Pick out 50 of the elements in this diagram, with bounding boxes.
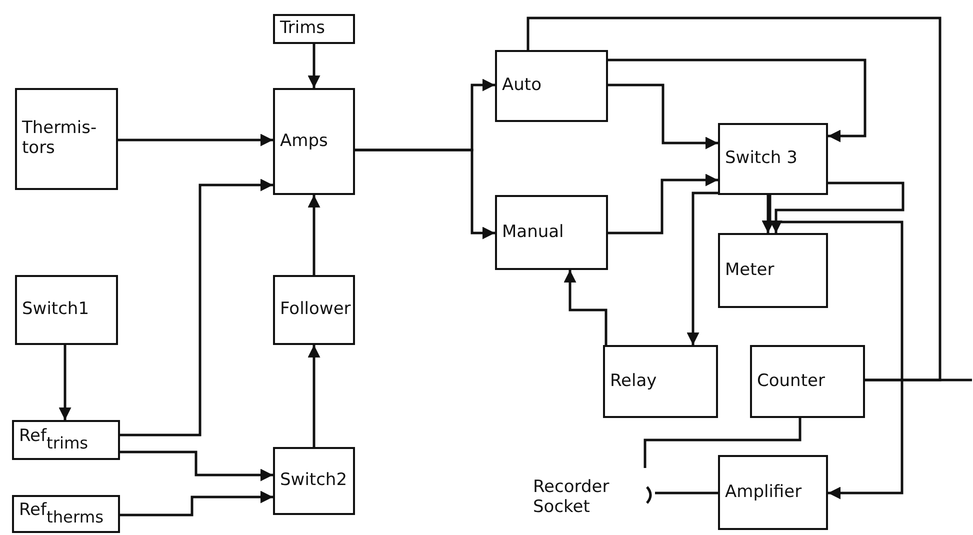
arrow xyxy=(770,182,904,233)
block-label: Amplifier xyxy=(725,482,802,502)
arrow xyxy=(608,174,718,234)
block-label: Switch 3 xyxy=(725,149,798,169)
arrow xyxy=(120,450,273,482)
block-label: Relay xyxy=(610,372,657,392)
block xyxy=(12,495,120,533)
arrow xyxy=(120,178,273,436)
block xyxy=(273,275,355,345)
block-label: Thermis- tors xyxy=(22,119,98,159)
arrow xyxy=(762,195,774,233)
block xyxy=(273,447,355,515)
block-label: Manual xyxy=(502,222,564,242)
arrow xyxy=(118,134,273,146)
block xyxy=(603,345,718,418)
arrow xyxy=(308,195,320,275)
arrow xyxy=(58,345,72,420)
arrow xyxy=(120,490,273,516)
block xyxy=(15,88,118,190)
block xyxy=(495,195,608,270)
arrow xyxy=(686,192,718,345)
block xyxy=(15,275,118,345)
block xyxy=(12,420,120,460)
block xyxy=(273,88,355,195)
connector-line xyxy=(644,418,802,468)
block xyxy=(750,345,865,418)
block-label: Switch1 xyxy=(22,300,90,320)
block-label: Switch2 xyxy=(280,471,348,491)
arrow xyxy=(308,345,320,447)
block xyxy=(495,50,608,122)
connector-line xyxy=(526,16,942,382)
block-label: Counter xyxy=(757,372,825,392)
arrow xyxy=(768,195,904,500)
arrow xyxy=(308,44,320,88)
connector-line xyxy=(865,378,972,382)
arrow xyxy=(608,84,718,150)
block xyxy=(718,455,828,530)
block xyxy=(718,123,828,195)
block xyxy=(718,233,828,308)
arrow xyxy=(355,148,495,240)
connector-line xyxy=(655,492,718,494)
arrow xyxy=(608,58,866,142)
arrow xyxy=(564,270,608,345)
block-label: Auto xyxy=(502,76,542,96)
block-label: Recorder Socket xyxy=(533,478,610,518)
block xyxy=(273,14,355,44)
block-label: Meter xyxy=(725,260,774,280)
block-label: Follower xyxy=(280,300,351,320)
block-label: Trims xyxy=(280,19,326,39)
block-label: Amps xyxy=(280,132,328,152)
